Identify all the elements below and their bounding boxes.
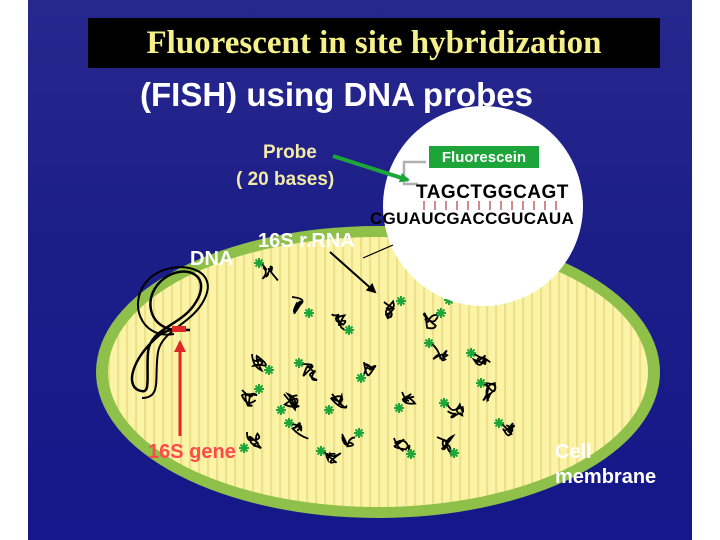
rrna-molecule — [501, 422, 516, 437]
fluorescent-probe-tag — [406, 449, 416, 459]
rrna-molecule — [446, 402, 465, 419]
rrna-sequence: CGUAUCGACCGUCAUA — [370, 209, 574, 228]
rrna-label: 16S r.RNA — [258, 230, 355, 252]
16s-gene-label: 16S gene — [148, 441, 236, 463]
rrna-molecule — [482, 382, 497, 403]
cell-membrane-label-line2: membrane — [555, 466, 656, 488]
fluorescent-probe-tag — [276, 405, 286, 415]
rrna-molecule — [301, 363, 318, 382]
rrna-arrow — [329, 251, 377, 294]
probe-label: Probe — [263, 142, 317, 163]
fluorescent-probe-tag — [344, 325, 354, 335]
rrna-molecule — [393, 437, 411, 453]
zoom-line — [362, 244, 394, 259]
rrna-molecules — [239, 258, 516, 464]
fluorescent-probe-tag — [476, 378, 486, 388]
title-line-2: (FISH) using DNA probes — [140, 76, 533, 113]
fluorescent-probe-tag — [394, 403, 404, 413]
fluorescent-probe-tag — [254, 384, 264, 394]
dna-label: DNA — [190, 248, 233, 270]
fluorescent-probe-tag — [316, 446, 326, 456]
rrna-molecule — [291, 422, 309, 440]
fluorescein-label: Fluorescein — [442, 149, 526, 166]
rrna-molecule — [282, 392, 300, 412]
left-margin-strip — [0, 0, 28, 540]
base-pair-bonds — [423, 201, 557, 210]
title-line-1: Fluorescent in site hybridization — [88, 18, 660, 68]
probe-sequence: TAGCTGGCAGT — [416, 182, 569, 203]
probe-arrow — [332, 154, 410, 183]
rrna-molecule — [341, 433, 356, 448]
fluorescent-probe-tag — [354, 428, 364, 438]
fluorescent-probe-tag — [424, 338, 434, 348]
rrna-molecule — [329, 392, 348, 409]
rrna-molecule — [471, 353, 491, 366]
fluorescent-probe-tag — [396, 296, 406, 306]
cell-membrane-label-line1: Cell — [555, 441, 592, 463]
fluorescent-probe-tag — [284, 418, 294, 428]
dna-strand-outline — [137, 266, 209, 399]
16s-gene-locus — [172, 326, 186, 332]
rrna-molecule — [246, 431, 262, 450]
fluorescent-probe-tag — [494, 418, 504, 428]
fluorescent-probe-tag — [294, 358, 304, 368]
cell-cytoplasm — [108, 237, 648, 507]
rrna-molecule — [401, 391, 417, 405]
fluorescent-probe-tag — [264, 365, 274, 375]
fluorescent-probe-tag — [304, 308, 314, 318]
rrna-molecule — [261, 263, 279, 282]
rrna-molecule — [291, 296, 304, 315]
rrna-molecule — [331, 313, 347, 332]
fluorescent-probe-tag — [239, 443, 249, 453]
zoom-circle — [383, 106, 583, 306]
right-margin-strip — [692, 0, 720, 540]
rrna-molecule — [422, 312, 440, 330]
rrna-molecule — [240, 389, 258, 407]
fluorescent-probe-tag — [324, 405, 334, 415]
rrna-molecule — [363, 361, 377, 377]
fluorescent-probe-tag — [436, 308, 446, 318]
fluorescent-probe-tag — [439, 398, 449, 408]
fluorescent-probe-tag — [466, 348, 476, 358]
probe-size-label: ( 20 bases) — [236, 169, 334, 190]
rrna-molecule — [323, 451, 342, 464]
fluorescent-probe-tag — [356, 373, 366, 383]
dna-strand — [130, 270, 203, 393]
fluorescein-box — [427, 144, 541, 170]
rrna-molecule — [436, 433, 456, 457]
fluorescent-probe-tag — [254, 258, 264, 268]
fluorescent-probe-tag — [449, 448, 459, 458]
rrna-molecule — [383, 299, 396, 320]
rrna-molecule — [250, 353, 267, 373]
rrna-molecule — [431, 343, 449, 362]
